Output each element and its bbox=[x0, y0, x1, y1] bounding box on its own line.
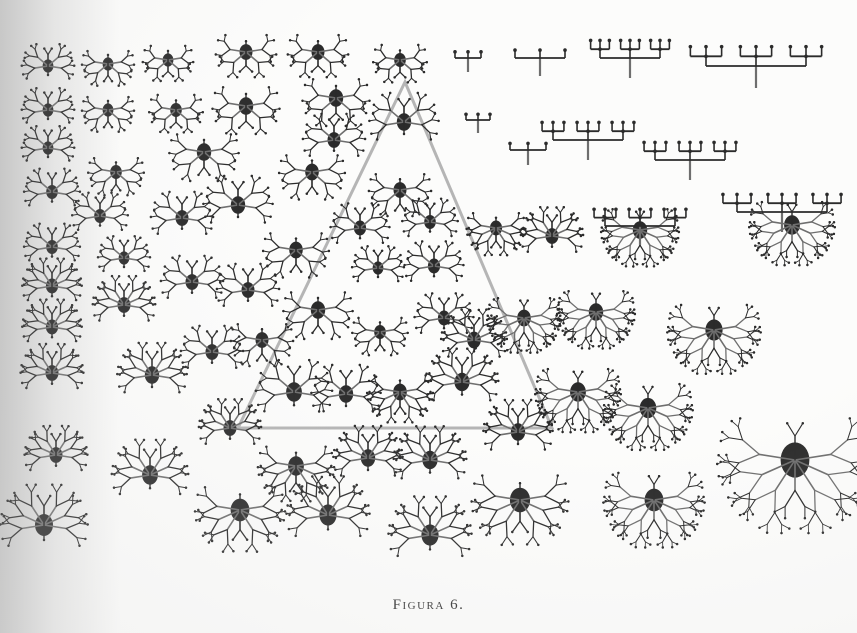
fractal-creature bbox=[520, 206, 585, 253]
fractal-creature bbox=[111, 439, 190, 496]
fractal-creature bbox=[351, 245, 405, 282]
fractal-creature bbox=[19, 343, 84, 389]
fractal-creature bbox=[287, 34, 350, 79]
reference-triangle bbox=[238, 82, 552, 428]
fractal-creature bbox=[215, 34, 278, 79]
fractal-creature bbox=[148, 94, 204, 134]
fractal-creature bbox=[666, 304, 762, 375]
fractal-creature bbox=[87, 157, 145, 196]
fractal-creature bbox=[470, 474, 569, 546]
fractal-creature bbox=[198, 398, 263, 445]
fractal-creature bbox=[160, 255, 225, 299]
fractal-creature bbox=[194, 486, 286, 553]
fractal-creature bbox=[81, 50, 135, 87]
fractal-creature bbox=[0, 484, 89, 548]
fractal-creature bbox=[142, 45, 195, 83]
fractal-creature bbox=[21, 87, 76, 124]
fractal-tree bbox=[540, 121, 635, 160]
fractal-creature bbox=[372, 44, 428, 84]
fractal-tree bbox=[592, 207, 687, 245]
fractal-tree bbox=[689, 45, 824, 88]
fractal-creature bbox=[482, 399, 554, 451]
fractal-creature bbox=[301, 78, 370, 127]
fractal-creature bbox=[486, 297, 562, 354]
fractal-creature bbox=[556, 290, 636, 350]
fractal-creature bbox=[21, 125, 76, 162]
fractal-creature bbox=[23, 223, 81, 262]
fractal-tree bbox=[642, 141, 737, 180]
fractal-tree bbox=[513, 48, 567, 76]
fractal-creature bbox=[368, 173, 433, 217]
fractal-creature bbox=[465, 212, 526, 256]
fractal-tree bbox=[464, 112, 492, 133]
fractal-creature bbox=[366, 374, 434, 423]
fractal-creature bbox=[21, 257, 83, 301]
fractal-creature bbox=[425, 347, 500, 401]
fractal-creature bbox=[23, 425, 88, 471]
fractal-tree bbox=[589, 39, 671, 78]
fractal-creature bbox=[71, 192, 129, 231]
fractal-creature bbox=[602, 472, 706, 549]
fractal-creature bbox=[387, 495, 472, 557]
fractal-creature bbox=[211, 86, 280, 135]
fractal-creature bbox=[216, 263, 281, 307]
fractal-creature bbox=[150, 191, 215, 235]
fractal-creature bbox=[401, 198, 459, 238]
fractal-creature bbox=[332, 425, 404, 477]
fractal-creature bbox=[329, 202, 390, 244]
fractal-creature bbox=[716, 417, 857, 534]
fractal-creature bbox=[748, 201, 836, 266]
fractal-creature bbox=[21, 43, 76, 80]
fractal-creature bbox=[92, 275, 157, 322]
fractal-creature bbox=[23, 168, 81, 207]
fractal-creature bbox=[168, 133, 240, 182]
fractal-tree bbox=[508, 142, 548, 165]
fractal-creature bbox=[285, 475, 370, 537]
fractal-creature bbox=[440, 308, 508, 357]
fractal-creature bbox=[21, 298, 83, 342]
fractal-creature bbox=[393, 425, 468, 479]
fractal-creature bbox=[351, 317, 409, 357]
fractal-creature bbox=[97, 235, 151, 272]
fractal-creature bbox=[278, 154, 346, 201]
fractal-creature bbox=[534, 368, 622, 434]
fractal-creature bbox=[310, 364, 382, 413]
fractal-creature bbox=[116, 342, 188, 394]
fractal-creature bbox=[302, 113, 367, 157]
fractal-tree bbox=[453, 50, 483, 72]
fractal-creature bbox=[403, 240, 464, 282]
fractal-creature bbox=[81, 96, 135, 133]
figure-caption: Figura 6. bbox=[0, 597, 857, 614]
